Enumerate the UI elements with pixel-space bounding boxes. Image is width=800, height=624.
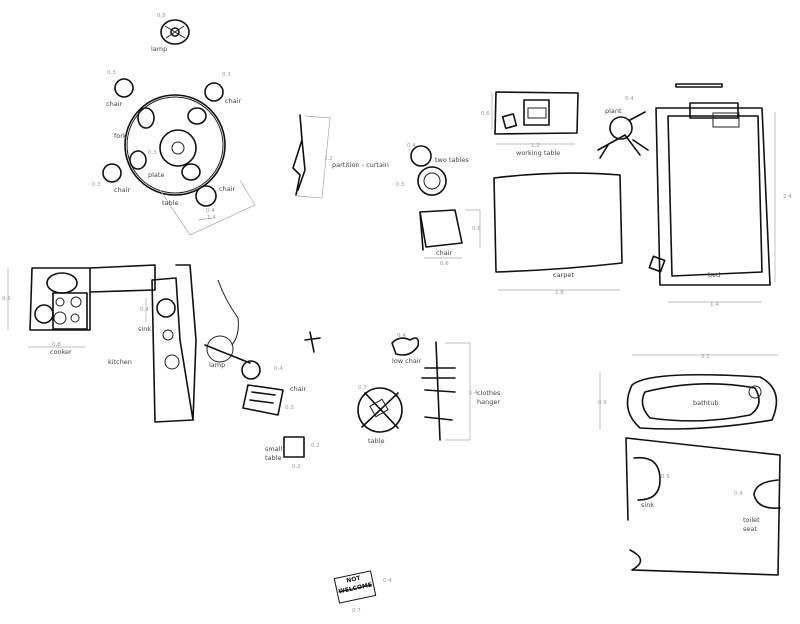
dim-bathtub: 2.1 [701,354,710,360]
small-table-icon [283,436,305,458]
label-bed: bed [708,271,721,279]
label-toilet-seat: toilet [743,516,760,524]
label-carpet: carpet [553,271,574,279]
carpet-icon [493,172,623,273]
bathtub-icon [626,373,778,430]
square-chair-icon [419,209,463,251]
working-table-icon [494,91,579,135]
two-tables-icon [410,145,447,196]
label-toilet-seat: seat [743,525,757,533]
dim-cooker: 0.8 [52,342,61,348]
dim-sink: 0.5 [661,474,670,480]
lamp-top-icon [160,19,190,45]
label-sink: sink [641,501,655,509]
plant-icon [597,111,649,159]
label-chair: chair [114,186,131,194]
label-cooker: cooker [50,348,72,356]
dim-toilet: 0.4 [734,491,743,497]
dim-chair: 0.3 [222,72,231,78]
dim-bed: 2.4 [783,194,792,200]
chair-icons [102,78,224,207]
dim-lamp: 0.5 [157,13,166,19]
dim-small-table: 0.2 [292,464,301,470]
dim-chair: 0.3 [92,182,101,188]
label-sink: sink [138,325,152,333]
label-lamp: lamp [209,361,226,369]
dim-chair: 0.3 [107,70,116,76]
dim-chair: 0.6 [440,261,449,267]
bathroom-icon [625,437,781,576]
dim-small-table: 0.2 [311,443,320,449]
kitchen-counter-icon [29,264,197,423]
dim-two-tables: 0.4 [407,143,416,149]
dim-two-tables: 0.5 [396,182,405,188]
label-chair: chair [436,249,453,257]
label-chair: chair [219,185,236,193]
dim-plate: 0.3 [148,150,157,156]
dim-plant: 0.4 [625,96,634,102]
dim-bathtub: 0.9 [598,400,607,406]
label-chair: chair [290,385,307,393]
label-small-table: table [265,454,282,462]
label-two-tables: two tables [435,156,469,164]
label-chair: chair [106,100,123,108]
label-lamp: lamp [151,45,168,53]
partition-curtain-icon [292,114,306,196]
label-plant: plant [605,107,622,115]
dim-bed: 1.4 [710,302,719,308]
small-round-table-icon [357,387,403,433]
label-partition: partition - curtain [332,161,389,169]
label-small-table: small [265,445,283,453]
label-fork: fork [114,132,127,140]
low-chair-icon [391,337,420,356]
label-clothes-hanger: clothes [477,389,501,397]
dim-table: 0.7 [358,385,367,391]
dim-sign: 0.4 [383,578,392,584]
rail-icon [675,83,723,88]
dim-clothes-hanger: 1.4 [469,390,478,396]
label-kitchen: kitchen [108,358,132,366]
dim-chair: 0.4 [274,366,283,372]
dim-chair: 0.6 [472,226,481,232]
label-table: table [162,199,179,207]
label-low-chair: low chair [392,357,422,365]
label-table: table [368,437,385,445]
dim-sign: 0.7 [352,608,361,614]
lounge-chair-icon [242,384,284,416]
dim-carpet: 1.8 [555,290,564,296]
dim-working-table: 0.6 [481,111,490,117]
dim-table: 1.4 [207,215,216,221]
dim-cooker: 0.5 [2,296,11,302]
label-bathtub: bathtub [693,399,719,407]
dim-chair: 0.3 [285,405,294,411]
floor-lamp-icon [204,279,261,380]
figure-icon [304,331,321,353]
label-clothes-hanger: hanger [477,398,501,406]
bed-icon [648,102,771,286]
dim-partition: 1.2 [324,156,333,162]
dim-working-table: 1.2 [531,143,540,149]
label-plate: plate [148,171,165,179]
dim-low-chair: 0.4 [397,333,406,339]
round-table-icon [124,94,226,196]
dim-sink: 0.4 [140,307,149,313]
clothes-hanger-icon [421,341,456,441]
label-working-table: working table [516,149,561,157]
label-chair: chair [225,97,242,105]
dim-chair: 0.4 [206,208,215,214]
